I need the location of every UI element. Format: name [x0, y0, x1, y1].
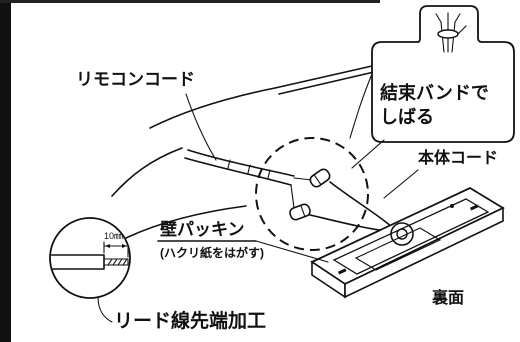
wall-packing-label: 壁パッキン [160, 220, 245, 239]
dimension-arrow-left [105, 244, 110, 248]
leader-lead-wire [97, 296, 113, 323]
unit-slot-2 [337, 268, 347, 275]
wall-edge-upper [149, 87, 276, 129]
wall-edge-right [349, 73, 373, 139]
unit-top-face [310, 186, 505, 286]
leader-remote-cord [185, 93, 217, 161]
wire-conductor-hatch [107, 258, 128, 266]
peel-paper-note: (ハクリ紙をはがす) [160, 246, 264, 260]
tie-band-label-line1: 結束バンドで [380, 83, 489, 103]
cable-tie-icon [435, 12, 467, 53]
leader-main-cord [383, 169, 419, 199]
wall-surface [111, 65, 375, 239]
lead-wire-inset-circle [49, 217, 131, 299]
unit-screw [450, 204, 454, 208]
butt-connector-lower [289, 203, 311, 221]
leader-wall-packing [255, 240, 329, 263]
tie-band-label-line2: しばる [380, 107, 434, 127]
butt-connector-upper [309, 168, 331, 188]
dimension-arrow-right [122, 244, 127, 248]
scan-edge-top [0, 0, 380, 3]
cord-coil-inner [396, 228, 408, 240]
remote-cord-label: リモコンコード [76, 70, 195, 89]
main-cord-label: 本体コード [418, 150, 499, 167]
dimension-label: 10㎜ [104, 231, 124, 241]
scan-edge-left [0, 0, 11, 342]
back-side-label: 裏面 [432, 290, 465, 307]
cord-coil-outer [390, 222, 414, 246]
dashed-focus-circle [255, 137, 369, 251]
wall-edge-left [111, 147, 183, 197]
lead-wire-tip-label: リード線先端加工 [114, 311, 267, 332]
unit-slot-1 [469, 204, 479, 211]
tie-band-callout-box [371, 5, 515, 143]
wall-edge-lower [125, 205, 247, 239]
wall-strip-line-upper [274, 65, 373, 89]
wall-strip-line-lower [278, 71, 375, 95]
main-unit-back [310, 186, 505, 299]
wire-conductor [103, 258, 129, 266]
lead-wire-detail [51, 241, 129, 270]
leader-tie-band [351, 139, 385, 169]
unit-side-front [344, 206, 504, 299]
remote-cord-cable [184, 149, 295, 186]
unit-recessed-panel [332, 198, 490, 275]
wire-insulation [51, 254, 105, 270]
